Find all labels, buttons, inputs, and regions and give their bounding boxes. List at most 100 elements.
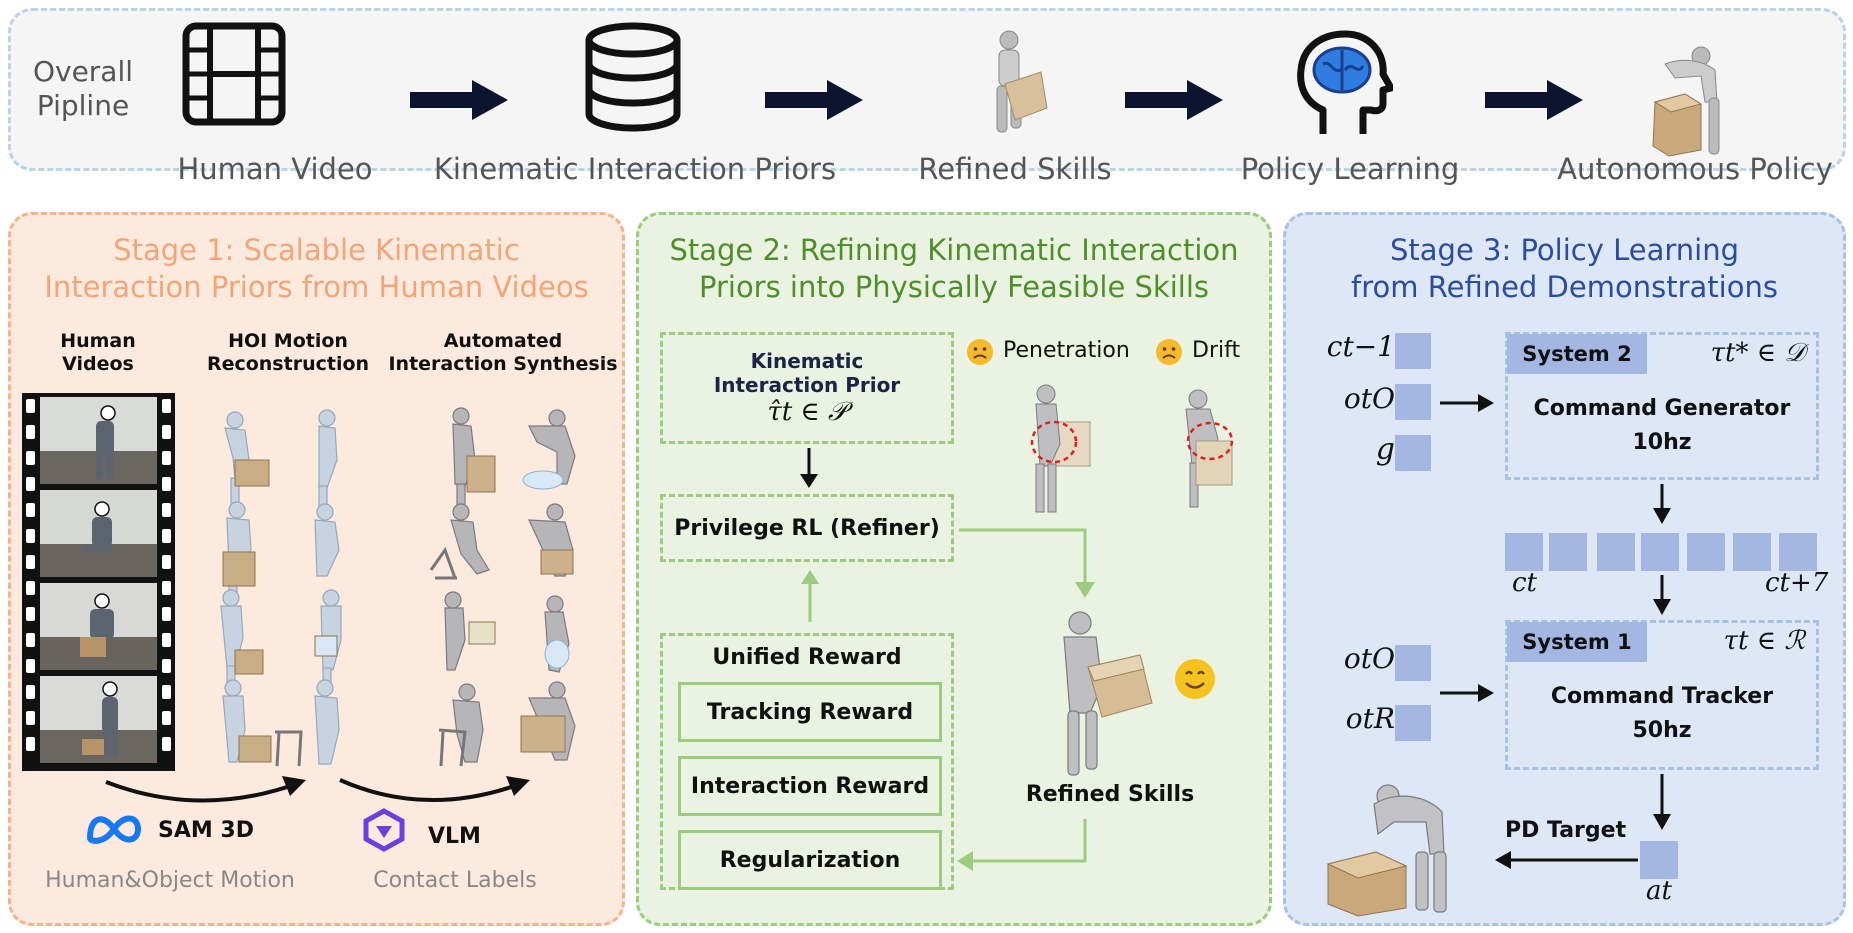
video-film-strip bbox=[22, 393, 175, 771]
refiner-box: Privilege RL (Refiner) bbox=[660, 494, 954, 562]
tracking-reward-box: Tracking Reward bbox=[678, 682, 942, 742]
pipeline-arrow-4 bbox=[1485, 80, 1583, 120]
database-icon bbox=[585, 22, 681, 132]
stage1-title-line1: Stage 1: Scalable Kinematic bbox=[113, 233, 520, 267]
system1-name: Command Tracker bbox=[1550, 684, 1774, 709]
drift-robot-figure bbox=[1185, 389, 1234, 508]
input-o-object-2: otO bbox=[1343, 642, 1395, 675]
system1-tag-label: System 1 bbox=[1522, 630, 1632, 654]
stage2-title-line1: Stage 2: Refining Kinematic Interaction bbox=[669, 233, 1239, 267]
system2-box bbox=[1505, 332, 1819, 480]
input-c-prev-node bbox=[1395, 333, 1431, 369]
command-node-2 bbox=[1549, 533, 1587, 571]
system2-name: Command Generator bbox=[1533, 396, 1791, 421]
stage1-col3-line2: Interaction Synthesis bbox=[388, 353, 618, 375]
command-node-6 bbox=[1733, 533, 1771, 571]
pd-target-label: PD Target bbox=[1505, 818, 1627, 843]
interaction-reward-box: Interaction Reward bbox=[678, 756, 942, 816]
command-start-label: ct bbox=[1512, 568, 1538, 598]
command-node-1 bbox=[1505, 533, 1543, 571]
stage2-title: Stage 2: Refining Kinematic Interaction … bbox=[636, 232, 1272, 306]
input-o-object-2-node bbox=[1395, 645, 1431, 681]
arrow-inputs-to-system2 bbox=[1440, 394, 1494, 412]
sam3d-label: SAM 3D bbox=[158, 818, 254, 843]
stage1-col2-line1: HOI Motion bbox=[228, 330, 348, 352]
robot-carrying-box-icon bbox=[996, 30, 1048, 133]
vlm-label: VLM bbox=[428, 824, 481, 849]
stage3-title-line2: from Refined Demonstrations bbox=[1351, 270, 1778, 304]
vlm-caption: Contact Labels bbox=[373, 868, 537, 893]
stage2-panel bbox=[636, 212, 1272, 926]
system1-box bbox=[1505, 620, 1819, 770]
tracking-reward-label: Tracking Reward bbox=[706, 699, 914, 725]
action-label: at bbox=[1646, 876, 1672, 906]
prior-line1: Kinematic bbox=[750, 349, 864, 373]
arrow-reward-to-refiner bbox=[801, 570, 819, 622]
refined-skill-robot-figure bbox=[1063, 611, 1153, 776]
action-node bbox=[1640, 841, 1678, 879]
interaction-synthesis-figures bbox=[429, 407, 576, 767]
interaction-reward-label: Interaction Reward bbox=[690, 773, 930, 799]
pipeline-label-line1: Overall bbox=[32, 55, 134, 88]
policy-robot-figure bbox=[1326, 784, 1447, 917]
pipeline-arrow-2 bbox=[765, 80, 863, 120]
pipeline-step-1: Human Video bbox=[177, 152, 373, 186]
brain-head-icon bbox=[1297, 30, 1393, 134]
input-o-object: otO bbox=[1343, 382, 1395, 415]
prior-line2: Interaction Prior bbox=[713, 373, 901, 397]
pipeline-arrow-1 bbox=[410, 80, 508, 120]
input-goal-node bbox=[1395, 435, 1431, 471]
penetration-label: Penetration bbox=[1003, 338, 1130, 363]
regularization-box: Regularization bbox=[678, 830, 942, 890]
pipeline-step-3: Refined Skills bbox=[918, 152, 1112, 186]
meta-logo-icon bbox=[87, 815, 141, 844]
system1-rate: 50hz bbox=[1632, 718, 1692, 743]
frown-face-icon-2 bbox=[1156, 339, 1182, 365]
input-o-robot-node bbox=[1395, 705, 1431, 741]
arrow-commands-to-system1 bbox=[1653, 575, 1671, 615]
command-node-5 bbox=[1687, 533, 1725, 571]
prior-formula: τ̂t ∈ 𝒫 bbox=[767, 397, 847, 427]
command-node-4 bbox=[1641, 533, 1679, 571]
film-icon bbox=[182, 22, 286, 126]
system2-rate: 10hz bbox=[1632, 430, 1692, 455]
penetration-robot-figure bbox=[1030, 384, 1091, 513]
command-end-label: ct+7 bbox=[1765, 568, 1829, 598]
arrow-refiner-to-skills bbox=[959, 528, 1095, 598]
arrow-prior-to-refiner bbox=[800, 448, 818, 488]
system2-tag-label: System 2 bbox=[1522, 342, 1632, 366]
hoi-reconstruction-figures bbox=[220, 409, 342, 767]
vlm-logo-icon bbox=[363, 808, 405, 852]
film-perforations bbox=[26, 399, 171, 751]
stage1-curved-arrows bbox=[105, 776, 530, 803]
kinematic-prior-box: Kinematic Interaction Prior τ̂t ∈ 𝒫 bbox=[660, 332, 954, 444]
input-o-object-node bbox=[1395, 384, 1431, 420]
pipeline-step-5: Autonomous Policy bbox=[1557, 152, 1833, 186]
stage1-col-human-videos: Human Videos bbox=[38, 330, 158, 376]
stage1-col1-line2: Videos bbox=[62, 353, 134, 375]
command-node-7 bbox=[1779, 533, 1817, 571]
arrow-inputs-to-system1 bbox=[1440, 684, 1494, 702]
stage1-title: Stage 1: Scalable Kinematic Interaction … bbox=[8, 232, 625, 306]
pipeline-label: Overall Pipline bbox=[28, 55, 138, 123]
system2-formula: τt* ∈ 𝒟 bbox=[1710, 338, 1805, 368]
input-goal: g bbox=[1375, 432, 1395, 467]
pipeline-step-4: Policy Learning bbox=[1240, 152, 1460, 186]
drift-label: Drift bbox=[1192, 338, 1241, 363]
refiner-label: Privilege RL (Refiner) bbox=[674, 515, 940, 541]
arrow-skills-to-reward bbox=[957, 819, 1087, 871]
command-node-3 bbox=[1597, 533, 1635, 571]
robot-lifting-box-icon bbox=[1652, 46, 1720, 157]
smile-face-icon bbox=[1175, 659, 1215, 699]
video-person-figures bbox=[80, 405, 118, 757]
pipeline-arrow-3 bbox=[1125, 80, 1223, 120]
arrow-action-to-robot bbox=[1495, 851, 1638, 869]
arrow-system2-to-commands bbox=[1653, 484, 1671, 524]
frown-face-icon bbox=[967, 339, 993, 365]
input-c-prev: ct−1 bbox=[1326, 330, 1395, 363]
arrow-system1-to-action bbox=[1653, 774, 1671, 830]
stage2-title-line2: Priors into Physically Feasible Skills bbox=[698, 270, 1209, 304]
stage1-title-line2: Interaction Priors from Human Videos bbox=[44, 270, 589, 304]
pipeline-step-2: Kinematic Interaction Priors bbox=[433, 152, 837, 186]
pipeline-label-line2: Pipline bbox=[36, 89, 130, 122]
